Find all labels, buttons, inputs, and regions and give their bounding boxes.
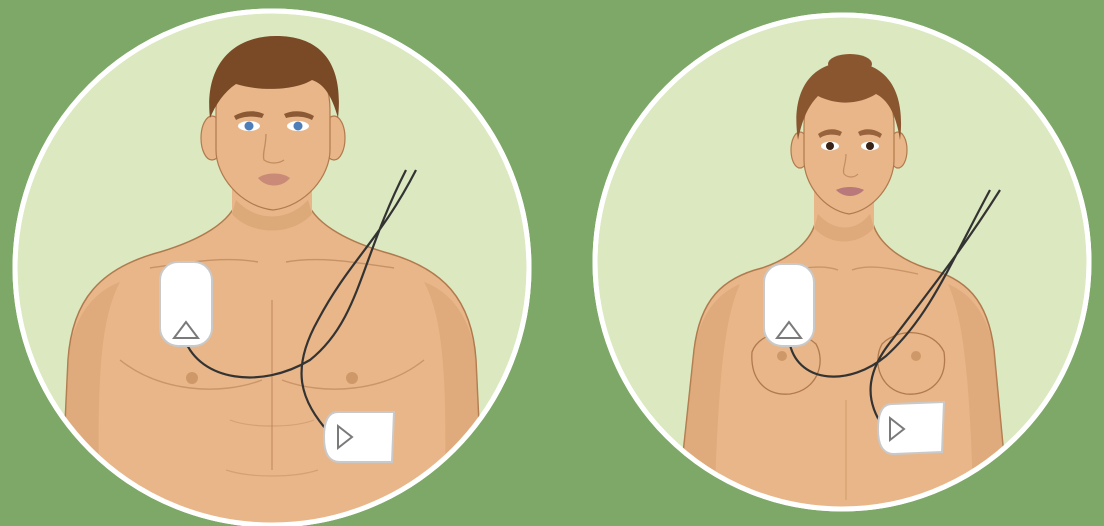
female-pad-upper-right-chest <box>764 264 814 346</box>
male-nipple-right <box>186 372 198 384</box>
male-nipple-left <box>346 372 358 384</box>
female-hair-bun <box>828 54 872 74</box>
male-pad-lower-left-side <box>324 412 394 462</box>
female-iris-left <box>866 142 874 150</box>
female-iris-right <box>826 142 834 150</box>
male-pad-upper-right-chest <box>160 262 212 346</box>
male-panel <box>15 11 529 526</box>
female-breast-left <box>878 333 945 395</box>
female-nipple-right <box>777 351 787 361</box>
male-iris-left <box>294 122 303 131</box>
female-nipple-left <box>911 351 921 361</box>
male-iris-right <box>245 122 254 131</box>
female-pad-lower-left-side <box>878 402 944 454</box>
